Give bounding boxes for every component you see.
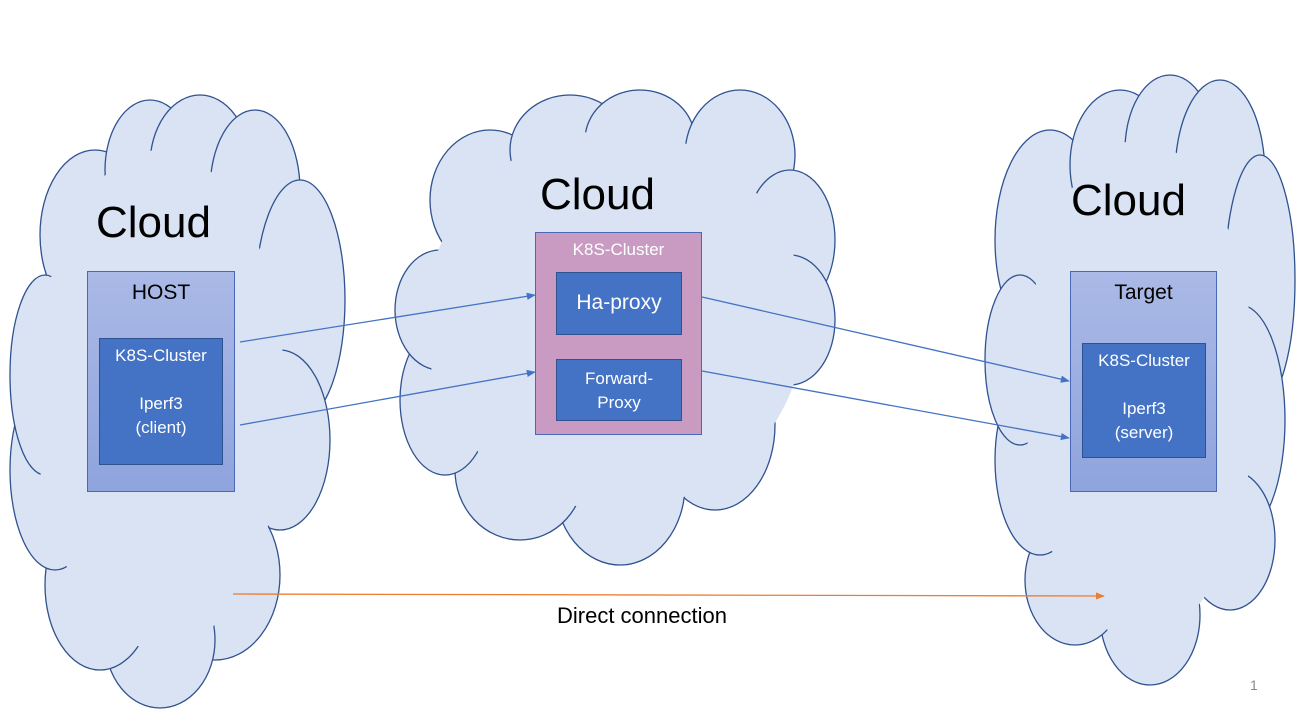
arrow-forward-proxy-to-target xyxy=(701,370,1070,441)
direct-connection-label: Direct connection xyxy=(557,603,727,628)
right-cloud-shape xyxy=(984,74,1296,686)
target-box: Target K8S-Cluster Iperf3 (server) xyxy=(1070,271,1217,492)
host-app-role: (client) xyxy=(135,418,187,437)
arrow-host-to-haproxy xyxy=(239,292,536,343)
slide-number: 1 xyxy=(1250,677,1258,693)
host-cluster-label: K8S-Cluster xyxy=(115,346,207,365)
host-title: HOST xyxy=(131,281,191,304)
middle-cloud-shape xyxy=(394,89,836,566)
target-cluster-label: K8S-Cluster xyxy=(1098,351,1190,370)
arrow-host-to-forward-proxy xyxy=(239,369,536,426)
forward-proxy-label-line1: Forward- xyxy=(584,369,653,388)
arrow-direct-connection xyxy=(232,592,1105,600)
target-k8s-cluster-box: K8S-Cluster Iperf3 (server) xyxy=(1082,343,1206,458)
right-cloud-title: Cloud xyxy=(1071,176,1186,225)
target-app-role: (server) xyxy=(1114,423,1174,442)
forward-proxy-label-line2: Proxy xyxy=(597,393,641,412)
host-box: HOST K8S-Cluster Iperf3 (client) xyxy=(87,271,235,492)
target-app-name: Iperf3 xyxy=(1122,399,1166,418)
forward-proxy-box: Forward- Proxy xyxy=(556,359,682,421)
host-k8s-cluster-box: K8S-Cluster Iperf3 (client) xyxy=(99,338,223,465)
middle-cluster-title: K8S-Cluster xyxy=(572,240,665,259)
middle-k8s-cluster-box: K8S-Cluster Ha-proxy Forward- Proxy xyxy=(535,232,702,435)
middle-cloud-title: Cloud xyxy=(540,170,655,219)
left-cloud-title: Cloud xyxy=(96,198,211,247)
arrow-haproxy-to-target xyxy=(701,296,1070,383)
haproxy-box: Ha-proxy xyxy=(556,272,682,335)
target-title: Target xyxy=(1114,281,1173,304)
host-app-name: Iperf3 xyxy=(139,394,183,413)
haproxy-label: Ha-proxy xyxy=(576,291,662,314)
